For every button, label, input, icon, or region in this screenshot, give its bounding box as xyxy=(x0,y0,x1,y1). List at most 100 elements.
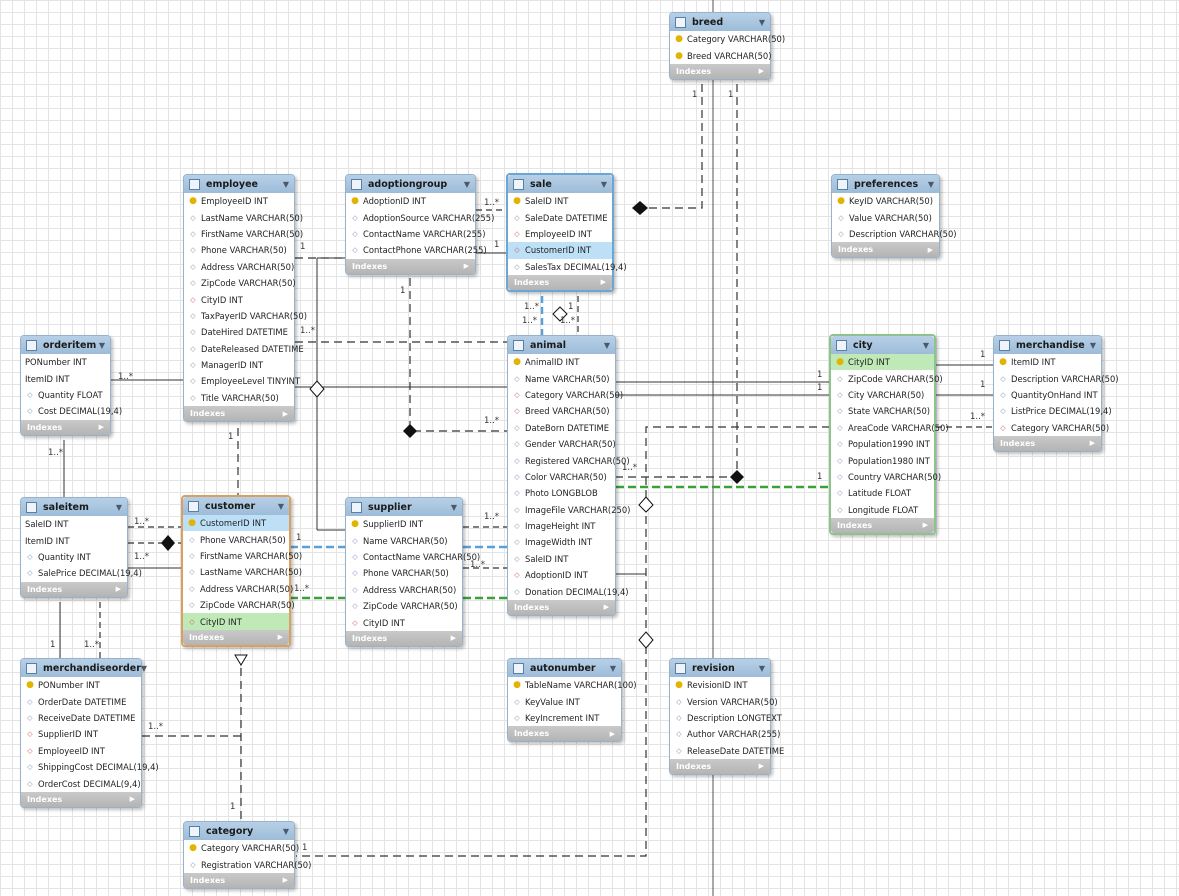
indexes-footer[interactable]: Indexes▶ xyxy=(346,258,475,274)
expand-arrow-icon[interactable]: ▶ xyxy=(609,729,615,738)
column-row[interactable]: ●EmployeeID INT xyxy=(184,193,294,209)
column-row[interactable]: ●TableName VARCHAR(100) xyxy=(508,677,637,693)
column-row[interactable]: ◇AdoptionID INT xyxy=(508,567,615,583)
expand-arrow-icon[interactable]: ▶ xyxy=(600,278,606,287)
table-header[interactable]: breed▼ xyxy=(670,13,770,31)
column-row[interactable]: ◇Author VARCHAR(255) xyxy=(670,726,780,742)
column-row[interactable]: ◇Population1980 INT xyxy=(831,452,934,468)
column-row[interactable]: ◇TaxPayerID VARCHAR(50) xyxy=(184,308,307,324)
column-row[interactable]: ◇Breed VARCHAR(50) xyxy=(508,403,615,419)
column-row[interactable]: ●CustomerID INT xyxy=(183,515,289,532)
column-row[interactable]: ◇Quantity INT xyxy=(21,549,127,565)
column-row[interactable]: ◇EmployeeLevel TINYINT xyxy=(184,373,300,389)
table-header[interactable]: city▼ xyxy=(831,336,934,354)
column-row[interactable]: ◇AreaCode VARCHAR(50) xyxy=(831,420,948,436)
column-row[interactable]: ●CityID INT xyxy=(831,354,934,371)
expand-arrow-icon[interactable]: ▶ xyxy=(758,67,764,76)
column-row[interactable]: ◇Phone VARCHAR(50) xyxy=(183,531,289,547)
expand-arrow-icon[interactable]: ▶ xyxy=(758,762,764,771)
column-row[interactable]: ◇Address VARCHAR(50) xyxy=(346,582,462,598)
table-header[interactable]: category▼ xyxy=(184,822,294,840)
table-header[interactable]: supplier▼ xyxy=(346,498,462,516)
column-row[interactable]: ◇QuantityOnHand INT xyxy=(994,387,1101,403)
column-row[interactable]: ◇CityID INT xyxy=(183,613,289,630)
column-row[interactable]: ◇EmployeeID INT xyxy=(21,743,141,759)
column-row[interactable]: ●Category VARCHAR(50) xyxy=(670,31,785,47)
table-header[interactable]: orderitem▼ xyxy=(21,336,110,354)
column-row[interactable]: ◇FirstName VARCHAR(50) xyxy=(184,226,303,242)
column-row[interactable]: ●ItemID INT xyxy=(994,354,1101,370)
column-row[interactable]: ◇SalePrice DECIMAL(19,4) xyxy=(21,565,142,581)
collapse-arrow-icon[interactable]: ▼ xyxy=(282,826,289,836)
column-row[interactable]: ◇OrderCost DECIMAL(9,4) xyxy=(21,775,141,791)
column-row[interactable]: ◇CityID INT xyxy=(184,291,294,307)
column-row[interactable]: ◇Address VARCHAR(50) xyxy=(184,259,294,275)
expand-arrow-icon[interactable]: ▶ xyxy=(98,423,104,432)
expand-arrow-icon[interactable]: ▶ xyxy=(603,603,609,612)
collapse-arrow-icon[interactable]: ▼ xyxy=(140,663,148,673)
table-header[interactable]: sale▼ xyxy=(508,175,612,193)
column-row[interactable]: ◇LastName VARCHAR(50) xyxy=(184,209,303,225)
column-row[interactable]: ◇Latitude FLOAT xyxy=(831,485,934,501)
column-row[interactable]: ◇Phone VARCHAR(50) xyxy=(346,565,462,581)
column-row[interactable]: ◇Longitude FLOAT xyxy=(831,502,934,518)
collapse-arrow-icon[interactable]: ▼ xyxy=(927,179,934,189)
table-sale[interactable]: sale▼●SaleID INT◇SaleDate DATETIME◇Emplo… xyxy=(506,173,627,292)
collapse-arrow-icon[interactable]: ▼ xyxy=(463,179,470,189)
expand-arrow-icon[interactable]: ▶ xyxy=(129,795,135,804)
column-row[interactable]: ◇DateBorn DATETIME xyxy=(508,420,615,436)
column-row[interactable]: ◇Photo LONGBLOB xyxy=(508,485,615,501)
indexes-footer[interactable]: Indexes▶ xyxy=(670,63,770,79)
table-revision[interactable]: revision▼●RevisionID INT◇Version VARCHAR… xyxy=(669,658,784,775)
column-row[interactable]: ◇DateHired DATETIME xyxy=(184,324,294,340)
column-row[interactable]: ◇ZipCode VARCHAR(50) xyxy=(183,597,294,613)
column-row[interactable]: ◇EmployeeID INT xyxy=(508,226,612,242)
column-row[interactable]: ◇Registered VARCHAR(50) xyxy=(508,452,629,468)
column-row[interactable]: ◇ReleaseDate DATETIME xyxy=(670,743,784,759)
column-row[interactable]: ◇Version VARCHAR(50) xyxy=(670,693,777,709)
column-row[interactable]: ◇Population1990 INT xyxy=(831,436,934,452)
indexes-footer[interactable]: Indexes▶ xyxy=(670,758,770,774)
column-row[interactable]: ◇ImageWidth INT xyxy=(508,534,615,550)
column-row[interactable]: ◇ContactName VARCHAR(50) xyxy=(346,549,480,565)
table-header[interactable]: customer▼ xyxy=(183,497,289,515)
expand-arrow-icon[interactable]: ▶ xyxy=(282,876,288,885)
column-row[interactable]: ◇ZipCode VARCHAR(50) xyxy=(831,370,942,386)
column-row[interactable]: ●RevisionID INT xyxy=(670,677,770,693)
expand-arrow-icon[interactable]: ▶ xyxy=(927,245,933,254)
indexes-footer[interactable]: Indexes▶ xyxy=(21,419,110,435)
table-merchandiseorder[interactable]: merchandiseorder▼●PONumber INT◇OrderDate… xyxy=(20,658,159,808)
table-header[interactable]: saleitem▼ xyxy=(21,498,127,516)
indexes-footer[interactable]: Indexes▶ xyxy=(21,791,141,807)
collapse-arrow-icon[interactable]: ▼ xyxy=(282,179,289,189)
column-row[interactable]: ●Category VARCHAR(50) xyxy=(184,840,299,856)
indexes-footer[interactable]: Indexes▶ xyxy=(832,242,939,258)
table-header[interactable]: animal▼ xyxy=(508,336,615,354)
column-row[interactable]: ◇Description VARCHAR(50) xyxy=(832,226,956,242)
column-row[interactable]: ItemID INT xyxy=(21,370,110,386)
column-row[interactable]: ItemID INT xyxy=(21,532,127,548)
collapse-arrow-icon[interactable]: ▼ xyxy=(922,340,929,350)
column-row[interactable]: ◇State VARCHAR(50) xyxy=(831,403,934,419)
column-row[interactable]: ●SaleID INT xyxy=(508,193,612,209)
column-row[interactable]: ◇SalesTax DECIMAL(19,4) xyxy=(508,259,626,275)
column-row[interactable]: ◇KeyValue INT xyxy=(508,693,621,709)
table-merchandise[interactable]: merchandise▼●ItemID INT◇Description VARC… xyxy=(993,335,1119,452)
column-row[interactable]: ◇AdoptionSource VARCHAR(255) xyxy=(346,209,494,225)
column-row[interactable]: ◇ImageHeight INT xyxy=(508,518,615,534)
collapse-arrow-icon[interactable]: ▼ xyxy=(450,502,457,512)
column-row[interactable]: ◇OrderDate DATETIME xyxy=(21,693,141,709)
column-row[interactable]: ◇KeyIncrement INT xyxy=(508,710,621,726)
column-row[interactable]: ◇Address VARCHAR(50) xyxy=(183,581,293,597)
column-row[interactable]: ◇Registration VARCHAR(50) xyxy=(184,856,311,872)
column-row[interactable]: ◇Country VARCHAR(50) xyxy=(831,469,941,485)
column-row[interactable]: ●PONumber INT xyxy=(21,677,141,693)
table-preferences[interactable]: preferences▼●KeyID VARCHAR(50)◇Value VAR… xyxy=(831,174,957,259)
expand-arrow-icon[interactable]: ▶ xyxy=(1089,439,1095,448)
column-row[interactable]: ◇Quantity FLOAT xyxy=(21,387,110,403)
table-header[interactable]: employee▼ xyxy=(184,175,294,193)
column-row[interactable]: ◇ZipCode VARCHAR(50) xyxy=(184,275,295,291)
table-autonumber[interactable]: autonumber▼●TableName VARCHAR(100)◇KeyVa… xyxy=(507,658,637,743)
column-row[interactable]: ◇SaleDate DATETIME xyxy=(508,209,612,225)
